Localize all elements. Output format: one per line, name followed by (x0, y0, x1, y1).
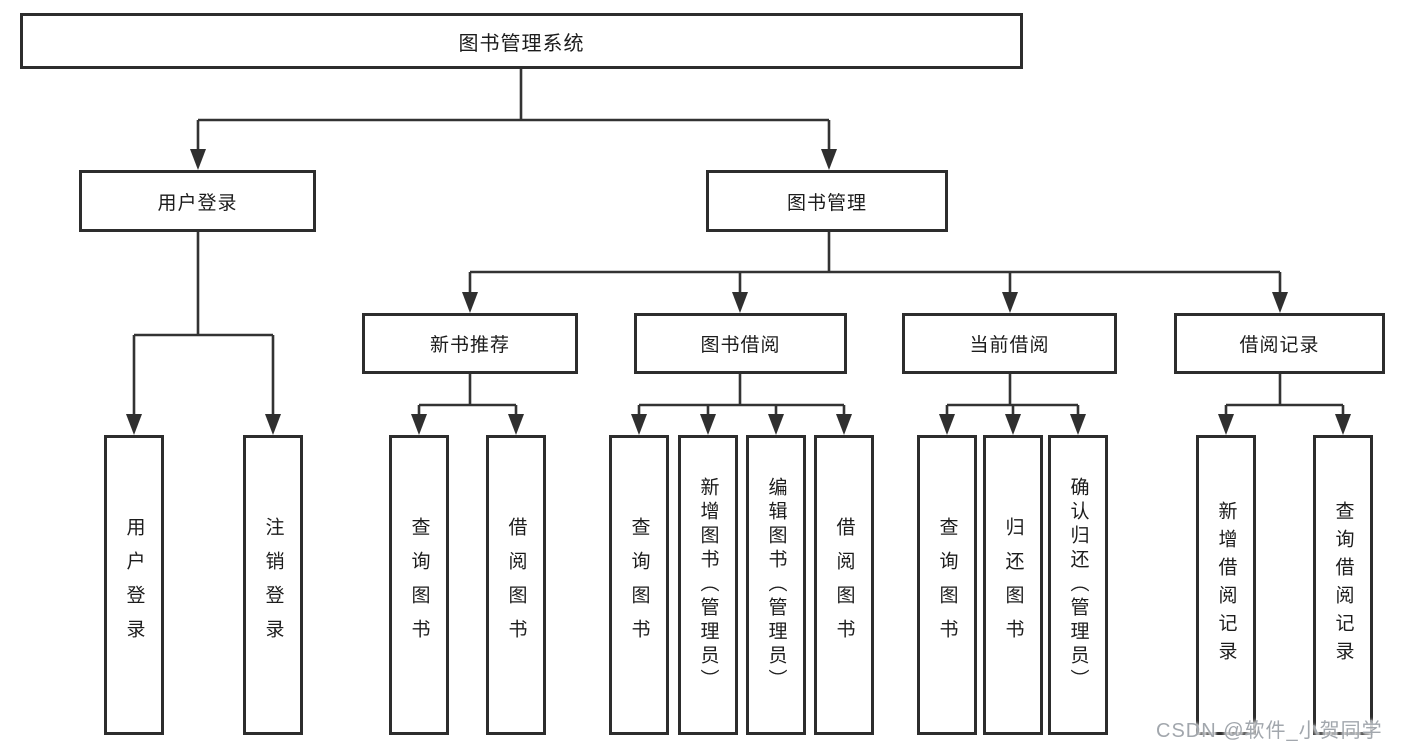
node-leaf-add-borrow-record: 新增借阅记录 (1196, 435, 1256, 735)
arrowhead (190, 149, 206, 170)
node-label: 借阅记录 (1239, 335, 1320, 356)
node-label: 当前借阅 (969, 335, 1050, 356)
node-label: 注销登录 (262, 517, 284, 653)
node-leaf-query-books-current: 查询图书 (917, 435, 977, 735)
node-label: 新书推荐 (429, 335, 510, 356)
node-label: 图书管理系统 (458, 32, 585, 55)
node-user-login: 用户登录 (79, 170, 316, 232)
node-leaf-query-borrow-record: 查询借阅记录 (1313, 435, 1373, 735)
connector-book-management-to-level3 (462, 232, 1288, 313)
node-label: 查询图书 (936, 517, 958, 653)
node-leaf-query-books-recommend: 查询图书 (389, 435, 449, 735)
arrowhead (836, 414, 852, 435)
node-label: 图书管理 (786, 192, 867, 214)
arrowhead (821, 149, 837, 170)
arrowhead (631, 414, 647, 435)
arrowhead (126, 414, 142, 435)
node-label: 图书借阅 (700, 335, 781, 356)
node-leaf-return-books: 归还图书 (983, 435, 1043, 735)
arrowhead (1335, 414, 1351, 435)
arrowhead (411, 414, 427, 435)
node-label: 借阅图书 (505, 517, 527, 653)
node-borrow-records: 借阅记录 (1174, 313, 1385, 374)
node-label: 归还图书 (1002, 517, 1024, 653)
connector-user-login-to-children (126, 232, 281, 435)
arrowhead (700, 414, 716, 435)
arrowhead (1002, 292, 1018, 313)
node-leaf-logout: 注销登录 (243, 435, 303, 735)
arrowhead (508, 414, 524, 435)
node-label: 查询图书 (408, 517, 430, 653)
connector-book-borrow-to-children (631, 374, 852, 435)
arrowhead (1005, 414, 1021, 435)
node-label: 用户登录 (123, 517, 145, 653)
csdn-watermark: CSDN @软件_小贺同学 (1156, 720, 1383, 742)
arrowhead (732, 292, 748, 313)
arrowhead (1070, 414, 1086, 435)
node-label: 查询借阅记录 (1332, 501, 1354, 669)
node-leaf-query-books-borrow: 查询图书 (609, 435, 669, 735)
node-leaf-borrow-books: 借阅图书 (814, 435, 874, 735)
arrowhead (939, 414, 955, 435)
arrowhead (1272, 292, 1288, 313)
connector-current-borrow-to-children (939, 374, 1086, 435)
arrowhead (1218, 414, 1234, 435)
node-book-management: 图书管理 (706, 170, 948, 232)
connector-new-book-recommend-to-children (411, 374, 524, 435)
node-leaf-add-book-admin: 新增图书（管理员） (678, 435, 738, 735)
node-label: 确认归还（管理员） (1067, 477, 1089, 693)
node-label: 用户登录 (157, 192, 238, 214)
node-current-borrow: 当前借阅 (902, 313, 1117, 374)
connector-root-to-level2 (190, 69, 837, 170)
node-leaf-confirm-return-admin: 确认归还（管理员） (1048, 435, 1108, 735)
node-label: 编辑图书（管理员） (765, 477, 787, 693)
node-label: 新增图书（管理员） (697, 477, 719, 693)
arrowhead (265, 414, 281, 435)
arrowhead (768, 414, 784, 435)
node-label: 新增借阅记录 (1215, 501, 1237, 669)
node-library-management-system: 图书管理系统 (20, 13, 1023, 69)
node-leaf-edit-book-admin: 编辑图书（管理员） (746, 435, 806, 735)
node-leaf-borrow-books-recommend: 借阅图书 (486, 435, 546, 735)
node-book-borrow: 图书借阅 (634, 313, 847, 374)
node-leaf-user-login: 用户登录 (104, 435, 164, 735)
node-new-book-recommend: 新书推荐 (362, 313, 578, 374)
arrowhead (462, 292, 478, 313)
connector-borrow-records-to-children (1218, 374, 1351, 435)
node-label: 查询图书 (628, 517, 650, 653)
node-label: 借阅图书 (833, 517, 855, 653)
